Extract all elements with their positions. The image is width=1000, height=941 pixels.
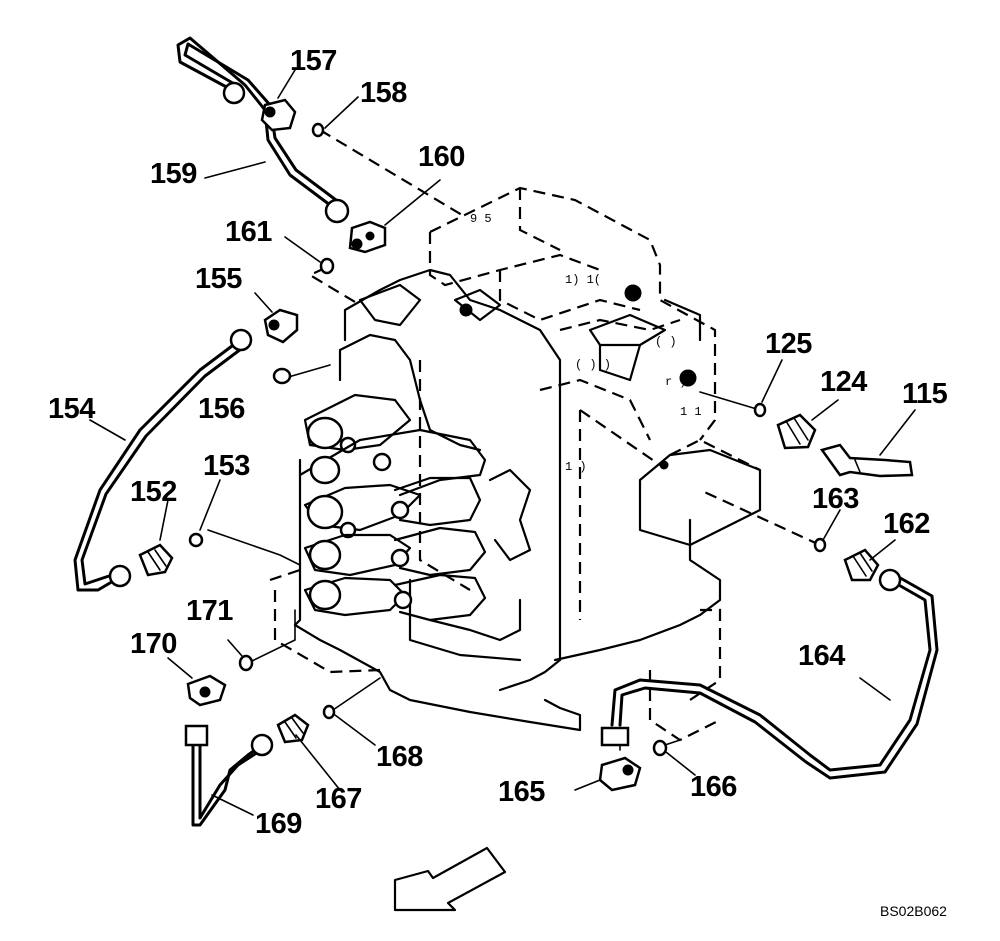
part-label-155: 155 <box>195 263 242 295</box>
fittings-bottom-right <box>598 739 668 792</box>
part-label-124: 124 <box>820 366 867 398</box>
part-label-153: 153 <box>203 450 250 482</box>
svg-text:9 5: 9 5 <box>470 212 492 226</box>
svg-text:1) 1(: 1) 1( <box>565 273 601 287</box>
svg-text:1 1: 1 1 <box>680 405 702 419</box>
part-label-158: 158 <box>360 77 407 109</box>
part-label-163: 163 <box>812 483 859 515</box>
pipe-164 <box>600 568 939 780</box>
part-label-159: 159 <box>150 158 197 190</box>
front-arrow-icon <box>393 846 507 912</box>
drawing-code: BS02B062 <box>880 903 947 919</box>
svg-text:( ): ( ) <box>655 335 677 349</box>
part-label-168: 168 <box>376 741 423 773</box>
part-label-125: 125 <box>765 328 812 360</box>
fittings-right-top <box>753 402 914 478</box>
svg-text:1 ): 1 ) <box>565 460 587 474</box>
part-label-169: 169 <box>255 808 302 840</box>
part-label-157: 157 <box>290 45 337 77</box>
fittings-left-top <box>263 308 299 385</box>
center-lines <box>207 129 821 751</box>
spool-caps <box>298 393 532 642</box>
pipe-169 <box>184 724 274 827</box>
part-label-152: 152 <box>130 476 177 508</box>
control-valve-body: 9 5 1) 1( ( ) ( ) ) r ) 1 ) 1 1 <box>269 186 762 742</box>
fittings-top <box>260 98 387 275</box>
part-label-162: 162 <box>883 508 930 540</box>
fittings-right-mid <box>813 537 880 582</box>
part-label-165: 165 <box>498 776 545 808</box>
part-label-171: 171 <box>186 595 233 627</box>
part-label-166: 166 <box>690 771 737 803</box>
part-label-161: 161 <box>225 216 272 248</box>
part-label-115: 115 <box>902 378 948 410</box>
part-label-167: 167 <box>315 783 362 815</box>
part-label-164: 164 <box>798 640 845 672</box>
leader-lines <box>89 69 916 816</box>
svg-text:( ) ): ( ) ) <box>575 358 611 372</box>
fittings-left-low <box>186 654 254 707</box>
pipe-159 <box>176 36 350 224</box>
pipe-154 <box>73 328 253 592</box>
part-label-170: 170 <box>130 628 177 660</box>
part-label-154: 154 <box>48 393 95 425</box>
fittings-left-mid <box>138 532 204 577</box>
fittings-bottom <box>276 704 336 744</box>
part-label-160: 160 <box>418 141 465 173</box>
part-label-156: 156 <box>198 393 245 425</box>
